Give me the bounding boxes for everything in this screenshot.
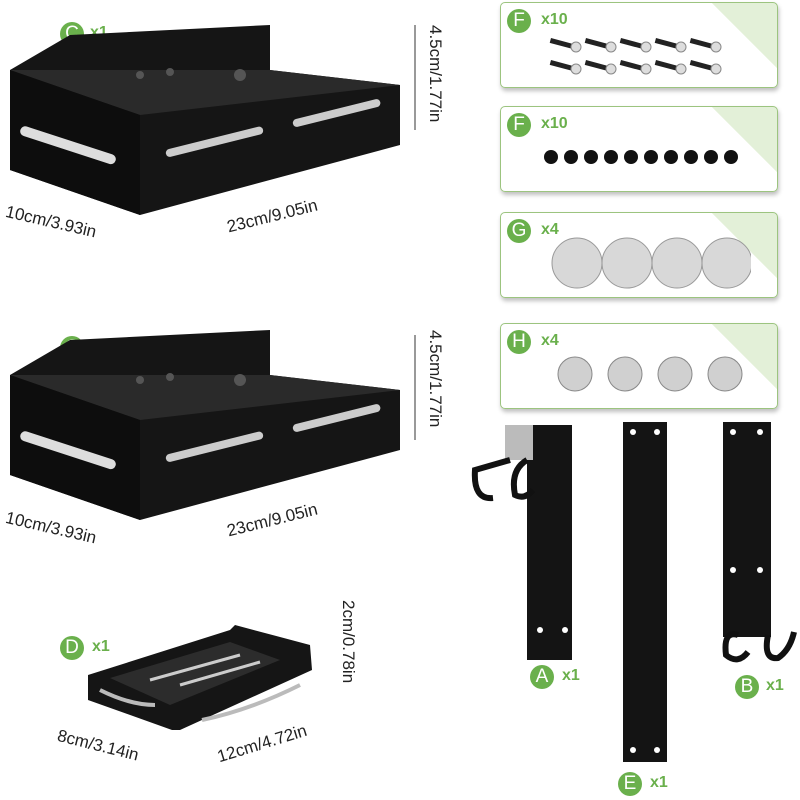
- height-arrow: [414, 335, 416, 440]
- card-suction-cups: G x4: [500, 212, 778, 298]
- anchors-icon: [544, 150, 738, 164]
- shelf-c-image: [10, 330, 400, 520]
- quantity-label: x4: [541, 332, 559, 349]
- height-dimension: 4.5cm/1.77in: [426, 330, 445, 428]
- part-badge-b: B: [735, 675, 759, 699]
- part-badge-d: D: [60, 636, 84, 660]
- quantity-label: x10: [541, 11, 568, 28]
- quantity-label: x1: [562, 667, 580, 684]
- suction-cups-icon: [551, 237, 751, 289]
- quantity-label: x1: [92, 638, 110, 655]
- part-badge-e: E: [618, 772, 642, 796]
- quantity-label: x10: [541, 115, 568, 132]
- card-magnets: H x4: [500, 323, 778, 409]
- part-badge-g: G: [507, 219, 531, 243]
- card-screws: F x10: [500, 2, 778, 88]
- magnets-icon: [557, 356, 743, 392]
- card-anchors: F x10: [500, 106, 778, 192]
- hanger-a-image: [471, 425, 572, 660]
- part-badge-h: H: [507, 330, 531, 354]
- height-arrow: [414, 25, 416, 130]
- part-badge-f: F: [507, 113, 531, 137]
- soap-dish-image: [88, 625, 312, 730]
- quantity-label: x4: [541, 221, 559, 238]
- part-badge-a: A: [530, 665, 554, 689]
- hanger-b-image: [722, 422, 797, 663]
- height-dimension: 2cm/0.78in: [339, 600, 358, 684]
- quantity-label: x1: [650, 774, 668, 791]
- part-badge-f: F: [507, 9, 531, 33]
- quantity-label: x1: [766, 677, 784, 694]
- shelf-c-image: [10, 25, 400, 215]
- height-dimension: 4.5cm/1.77in: [426, 25, 445, 123]
- bar-e-image: [623, 422, 667, 762]
- screws-icon: [549, 37, 722, 75]
